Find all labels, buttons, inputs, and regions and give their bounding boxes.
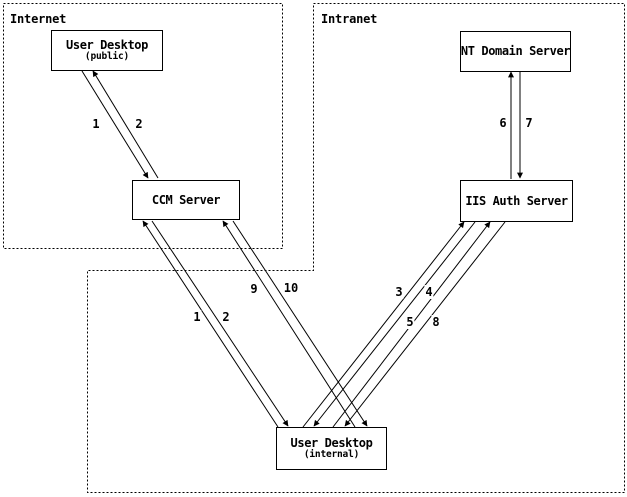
- flow-label-10: 10: [282, 281, 300, 295]
- internet-region-border: [3, 3, 283, 249]
- node-ccm-server: CCM Server: [132, 180, 240, 220]
- intranet-region-label: Intranet: [321, 12, 378, 26]
- arrow-ccm-to-public-desktop-2: [92, 70, 159, 179]
- flow-label-2-internal: 2: [221, 310, 231, 324]
- node-user-desktop-public: User Desktop (public): [51, 30, 163, 71]
- node-subtitle: (internal): [303, 449, 360, 460]
- flow-label-1-internal: 1: [192, 310, 202, 324]
- node-title: NT Domain Server: [460, 44, 571, 58]
- node-title: User Desktop: [290, 436, 373, 450]
- node-title: User Desktop: [66, 38, 148, 52]
- node-nt-domain-server: NT Domain Server: [460, 31, 571, 72]
- arrow-iis-to-internal-desktop-4: [313, 221, 476, 427]
- node-subtitle: (public): [84, 51, 130, 62]
- node-user-desktop-internal: User Desktop (internal): [276, 427, 387, 470]
- arrow-ccm-to-internal-desktop-10: [232, 220, 368, 427]
- flow-label-5: 5: [405, 315, 415, 329]
- internet-region-label: Internet: [10, 12, 67, 26]
- arrow-ccm-to-internal-desktop-2: [151, 220, 289, 427]
- flow-label-4: 4: [424, 285, 434, 299]
- flow-label-1-public: 1: [91, 117, 101, 131]
- node-title: IIS Auth Server: [465, 193, 568, 208]
- arrow-internal-desktop-to-ccm-1: [142, 220, 279, 428]
- node-title: CCM Server: [151, 192, 221, 207]
- flow-label-3: 3: [394, 285, 404, 299]
- arrow-internal-desktop-to-iis-3: [302, 221, 465, 428]
- arrow-public-desktop-to-ccm-1: [81, 70, 149, 179]
- node-iis-auth-server: IIS Auth Server: [460, 180, 573, 222]
- arrow-iis-to-internal-desktop-8: [344, 221, 506, 427]
- flow-label-8: 8: [431, 315, 441, 329]
- intranet-region-border: [87, 3, 625, 493]
- flow-label-2-public: 2: [134, 117, 144, 131]
- flow-label-6: 6: [498, 116, 508, 130]
- flow-label-7: 7: [524, 116, 534, 130]
- flow-label-9: 9: [249, 282, 259, 296]
- arrow-internal-desktop-to-ccm-9: [222, 220, 356, 428]
